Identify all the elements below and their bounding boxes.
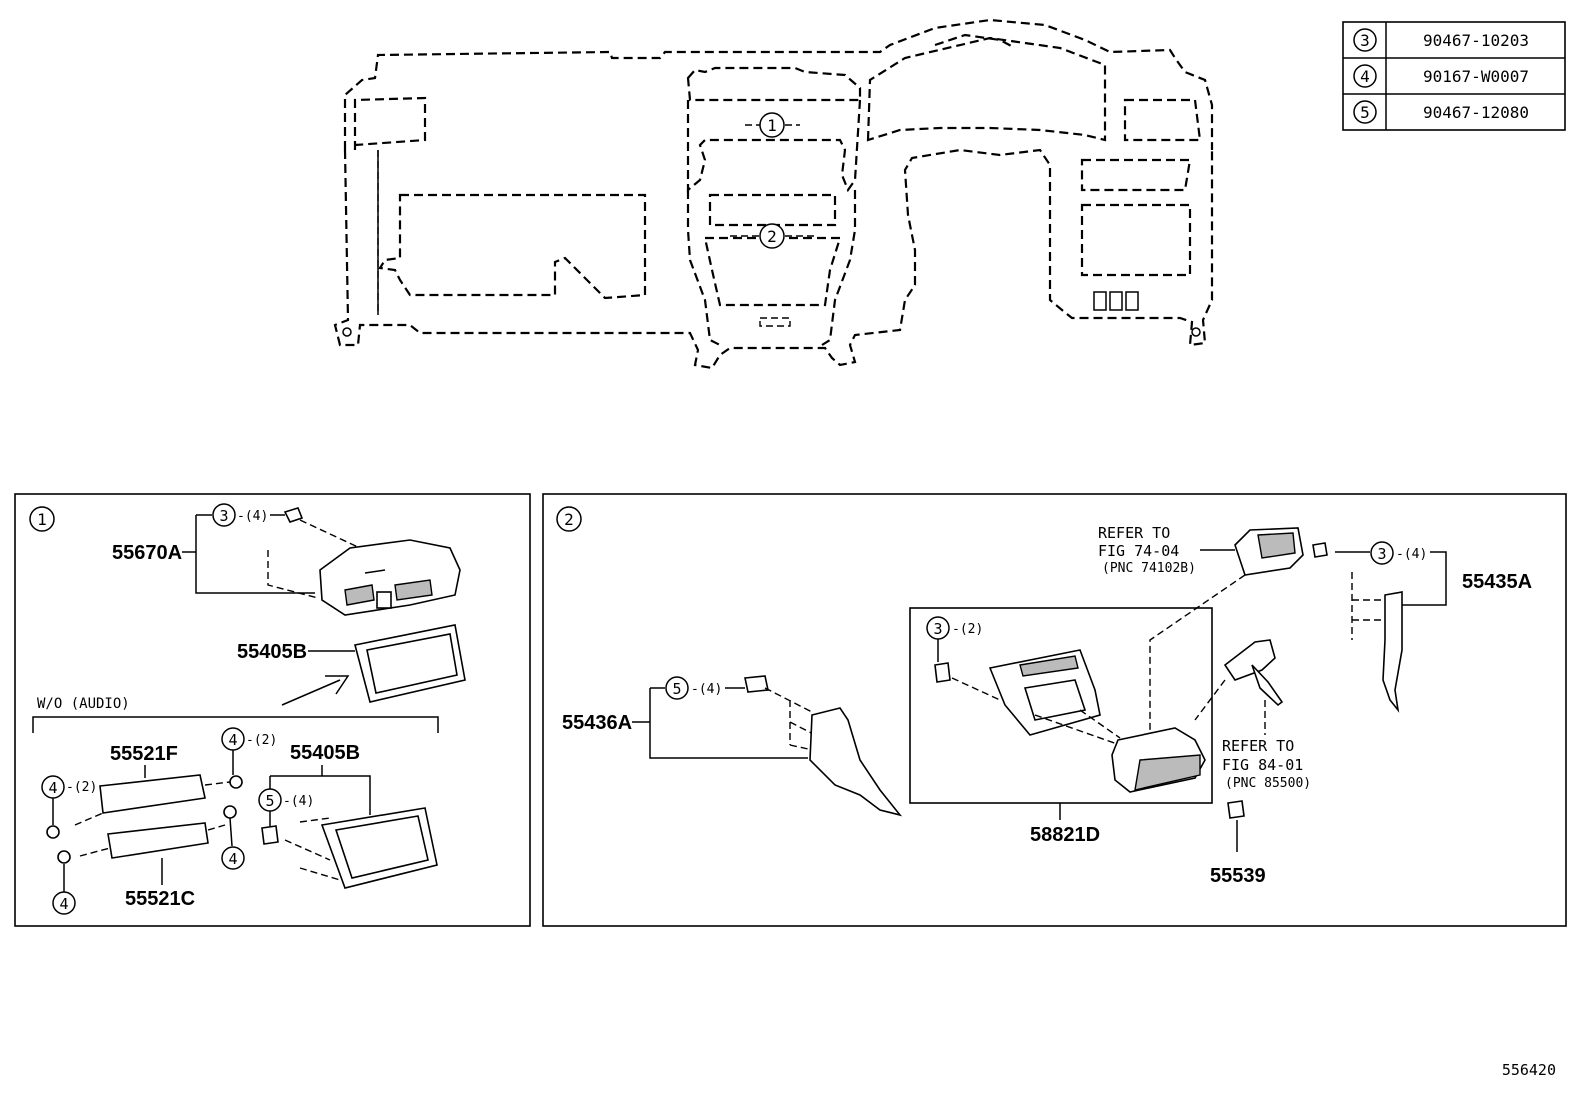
svg-text:-(4): -(4) xyxy=(237,509,268,524)
svg-text:-(2): -(2) xyxy=(66,780,97,795)
svg-text:-(4): -(4) xyxy=(691,682,722,697)
svg-text:3: 3 xyxy=(219,507,228,525)
refer-top-line2: FIG 74-04 xyxy=(1098,542,1179,560)
figure-number: 556420 xyxy=(1502,1061,1556,1079)
svg-text:-(2): -(2) xyxy=(952,622,983,637)
panel-2-id: 2 xyxy=(564,510,574,529)
part-55521F: 55521F xyxy=(110,743,178,765)
legend-ref-3: 3 xyxy=(1360,31,1370,50)
svg-text:1: 1 xyxy=(767,116,777,135)
overview-callout-1: 1 xyxy=(745,112,800,138)
part-55670A: 55670A xyxy=(112,542,182,564)
part-55405B-bottom: 55405B xyxy=(290,742,360,764)
svg-text:4: 4 xyxy=(48,779,57,797)
legend-ref-5: 5 xyxy=(1360,103,1370,122)
svg-text:-(4): -(4) xyxy=(1396,547,1427,562)
svg-text:-(4): -(4) xyxy=(283,794,314,809)
legend-row-3: 3 90467-10203 xyxy=(1353,28,1529,52)
part-58821D: 58821D xyxy=(1030,824,1100,846)
legend-part-3: 90467-10203 xyxy=(1423,31,1529,50)
dashboard-outline xyxy=(333,18,1214,370)
svg-text:4: 4 xyxy=(59,895,68,913)
refer-bot-line2: FIG 84-01 xyxy=(1222,756,1303,774)
part-55435A: 55435A xyxy=(1462,571,1532,593)
svg-text:5: 5 xyxy=(672,680,681,698)
svg-text:5: 5 xyxy=(265,792,274,810)
svg-text:-(2): -(2) xyxy=(246,733,277,748)
legend-row-4: 4 90167-W0007 xyxy=(1353,64,1529,88)
part-55405B-top: 55405B xyxy=(237,641,307,663)
part-55521C: 55521C xyxy=(125,888,195,910)
svg-text:2: 2 xyxy=(767,227,777,246)
refer-bot-line3: (PNC 85500) xyxy=(1225,776,1311,791)
legend-part-4: 90167-W0007 xyxy=(1423,67,1529,86)
svg-text:4: 4 xyxy=(228,850,237,868)
wo-audio-label: W/O (AUDIO) xyxy=(37,696,130,712)
panel-1: 1 55670A 3 -(4) 55405B W/O (AUDIO) 55521… xyxy=(14,493,531,927)
legend-part-5: 90467-12080 xyxy=(1423,103,1529,122)
refer-bot-line1: REFER TO xyxy=(1222,737,1294,755)
svg-text:4: 4 xyxy=(228,731,237,749)
svg-text:3: 3 xyxy=(933,620,942,638)
refer-top-line1: REFER TO xyxy=(1098,524,1170,542)
overview-callout-2: 2 xyxy=(730,223,815,249)
legend-row-5: 5 90467-12080 xyxy=(1353,100,1529,124)
refer-top-line3: (PNC 74102B) xyxy=(1102,561,1196,576)
part-55539: 55539 xyxy=(1210,865,1266,887)
legend-ref-4: 4 xyxy=(1360,67,1370,86)
legend-table: 3 90467-10203 4 90167-W0007 5 90467-1208… xyxy=(1342,21,1566,131)
panel-1-id: 1 xyxy=(37,510,47,529)
panel-2: 2 REFER TO FIG 74-04 (PNC 74102B) 3 -(4)… xyxy=(542,493,1567,927)
svg-text:3: 3 xyxy=(1377,545,1386,563)
part-55436A: 55436A xyxy=(562,712,632,734)
